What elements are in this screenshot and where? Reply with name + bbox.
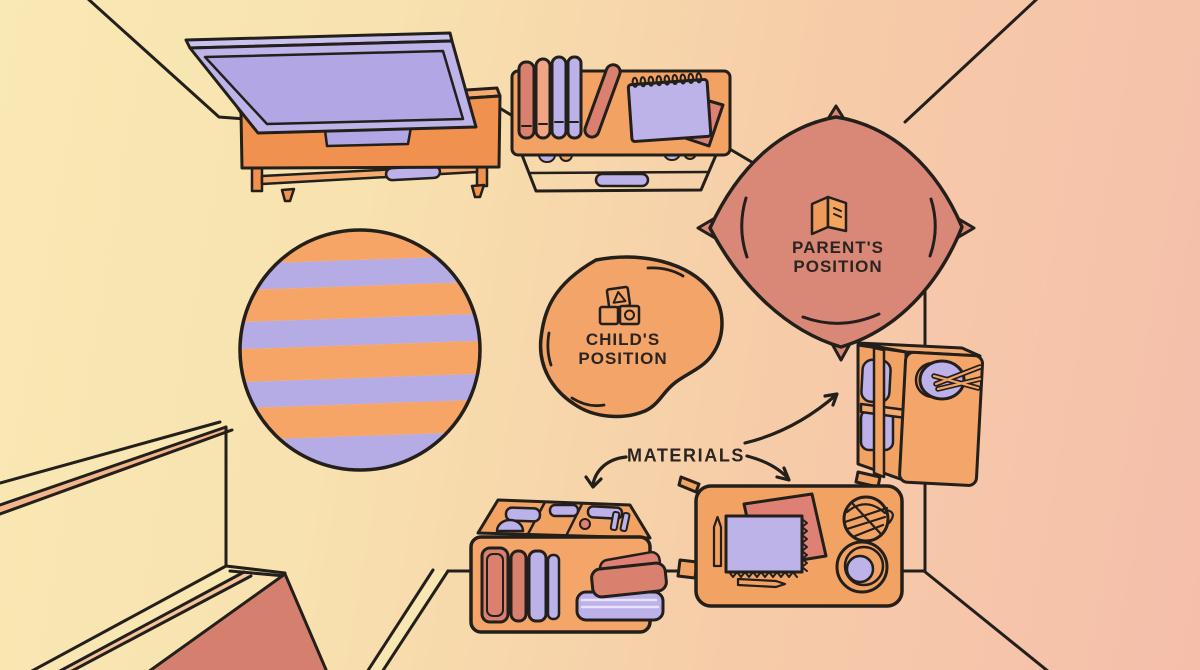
child-position-line2: POSITION	[578, 349, 668, 368]
staircase	[0, 420, 450, 670]
striped-rug	[235, 225, 485, 475]
parent-position-line1: PARENT'S	[791, 238, 885, 257]
arrow-to-table	[745, 454, 791, 482]
supplies-cabinet	[856, 341, 984, 487]
child-position-label: CHILD'S POSITION	[578, 330, 667, 368]
materials-table	[676, 470, 904, 608]
materials-bookshelf	[469, 498, 668, 634]
child-cushion	[538, 255, 724, 419]
open-book-icon	[810, 195, 848, 236]
spiral-notebook	[724, 514, 808, 578]
parent-cushion	[696, 104, 976, 362]
child-position-line1: CHILD'S	[585, 330, 661, 349]
tv	[184, 31, 478, 148]
bowl	[835, 540, 889, 594]
arrow-to-cabinet	[743, 392, 839, 445]
tv-stand	[184, 31, 502, 203]
pencil-cup	[914, 359, 983, 401]
arrow-to-bookshelf	[584, 455, 628, 489]
materials-arrows	[584, 392, 839, 489]
toy-blocks-icon	[598, 285, 641, 326]
shelf-books	[480, 546, 668, 624]
notepad	[626, 72, 725, 148]
yarn-ball	[842, 495, 894, 543]
materials-text: MATERIALS	[626, 445, 746, 466]
pencil-horizontal	[736, 577, 787, 589]
parent-position-label: PARENT'S POSITION	[792, 238, 884, 276]
standing-books	[517, 55, 622, 140]
materials-label: MATERIALS	[626, 445, 746, 466]
console-table	[510, 55, 732, 193]
parent-position-line2: POSITION	[793, 257, 883, 276]
pencil-vertical	[712, 515, 723, 568]
